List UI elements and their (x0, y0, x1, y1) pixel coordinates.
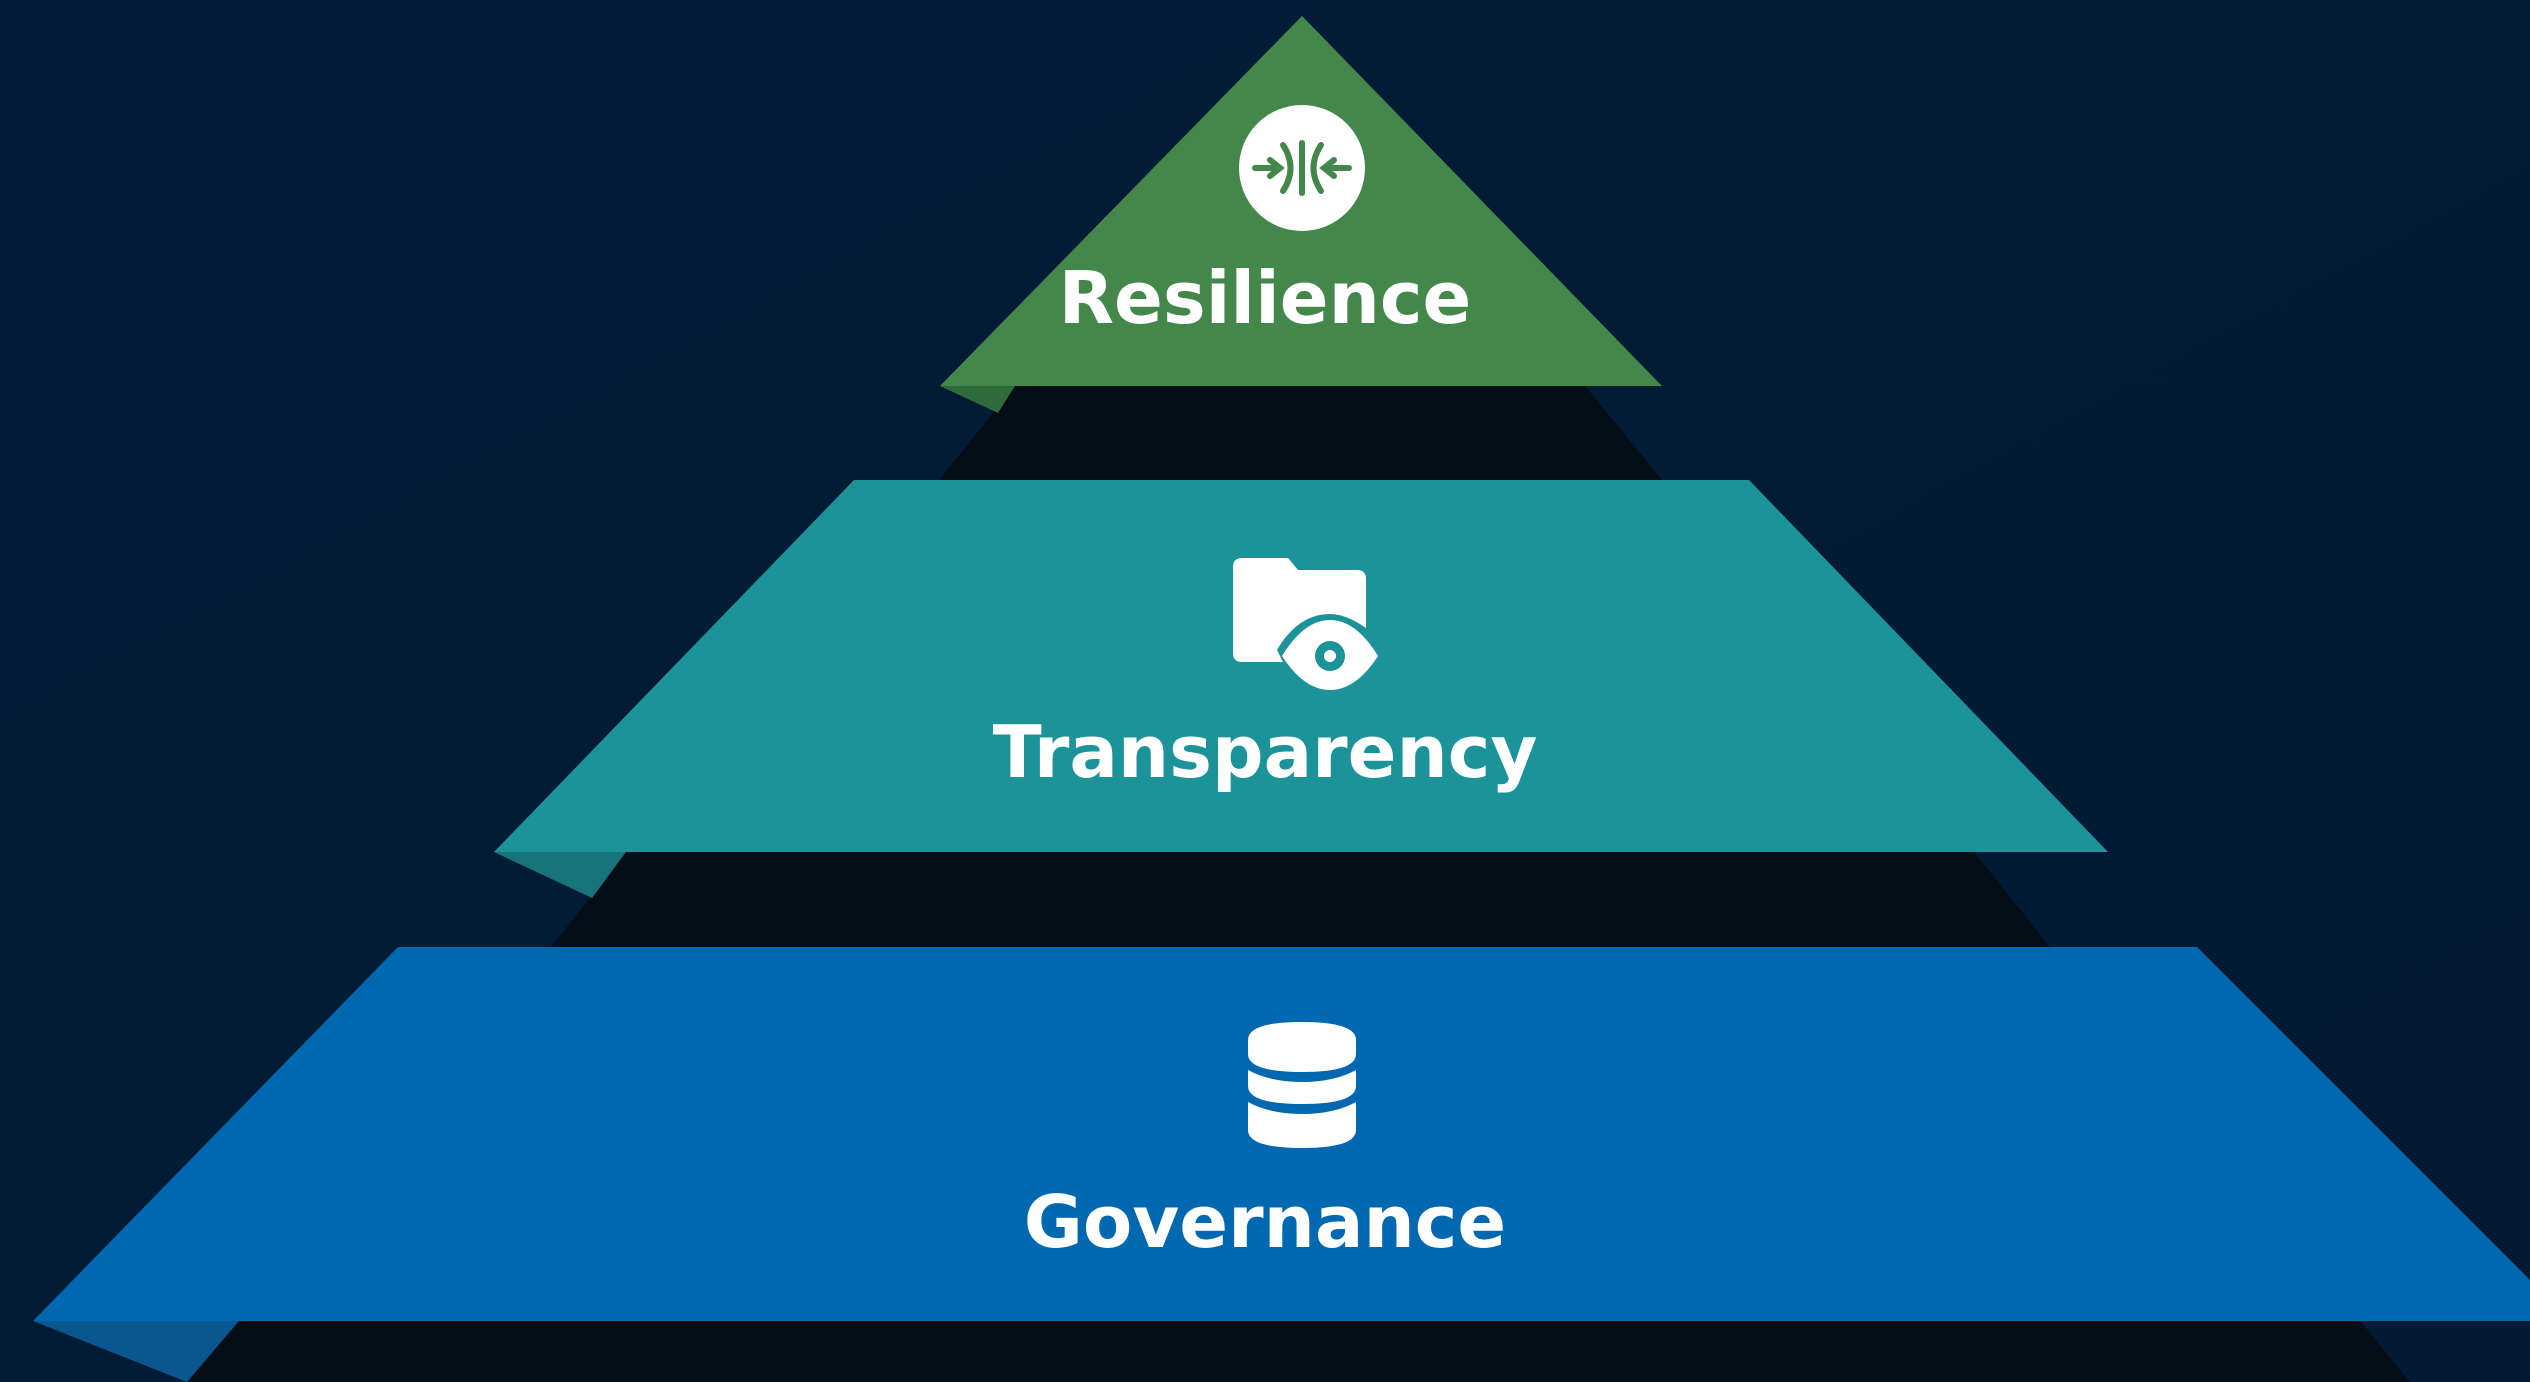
shadow-band-middle (551, 852, 2050, 947)
shadow-band-top (939, 386, 1662, 480)
fold-tab-middle (494, 852, 626, 898)
resilience-compress-icon (1239, 105, 1365, 231)
database-icon (1248, 1022, 1356, 1148)
fold-tab-top (940, 386, 1015, 413)
folder-eye-icon (1233, 558, 1378, 690)
tier-resilience-label: Resilience (1058, 256, 1472, 340)
fold-tab-bottom (33, 1321, 239, 1382)
tier-governance-label: Governance (1023, 1180, 1507, 1264)
shadow-band-bottom (187, 1321, 2410, 1382)
tier-transparency-label: Transparency (992, 710, 1538, 794)
